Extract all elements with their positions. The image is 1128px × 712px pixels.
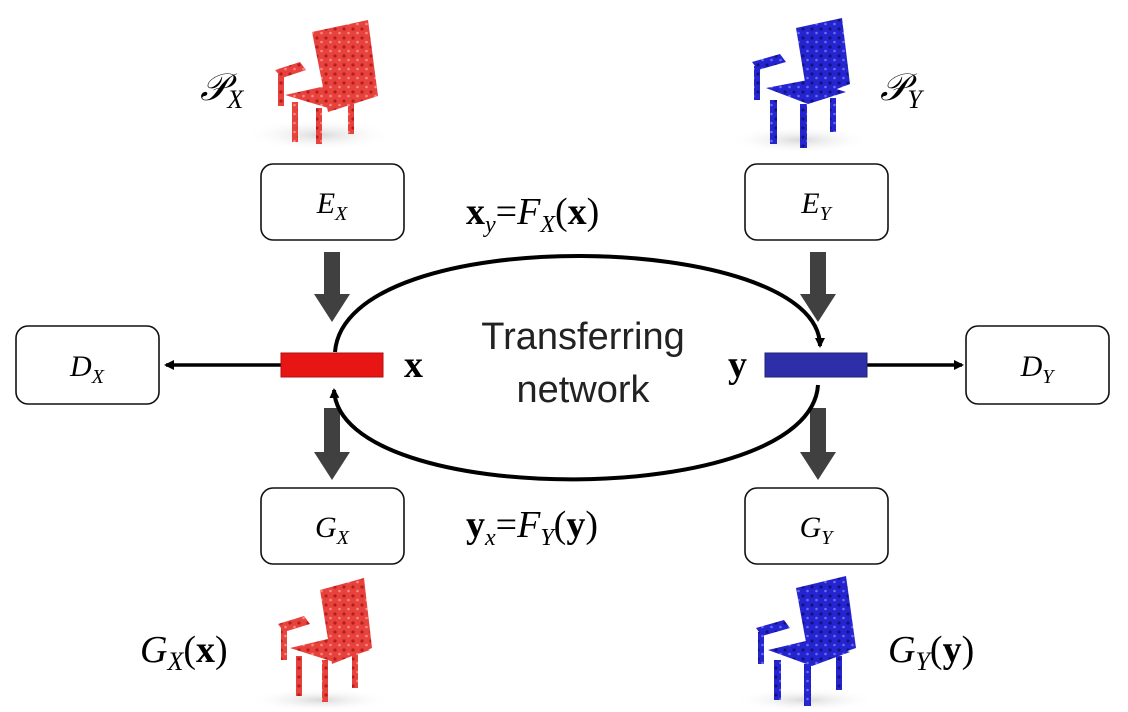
latent-y-bar xyxy=(764,352,868,378)
loop-top-arc xyxy=(333,254,825,353)
svg-text:GY: GY xyxy=(800,511,835,549)
latent-x-label: x xyxy=(404,344,423,386)
center-label-line1: Transferring xyxy=(481,316,684,358)
svg-text:EX: EX xyxy=(316,187,348,225)
arrow-y-to-gy xyxy=(800,408,836,480)
transfer-loop xyxy=(329,254,825,482)
encoder-ex-box: EX xyxy=(260,163,405,241)
chair-gyy-image xyxy=(733,576,877,712)
gray-arrows xyxy=(314,252,836,480)
latent-y-label: y xyxy=(728,344,747,386)
svg-text:DX: DX xyxy=(69,350,105,388)
loop-bottom-arc xyxy=(329,384,820,482)
encoder-ey-box: EY xyxy=(744,163,889,241)
gyy-label: GY(y) xyxy=(888,629,974,676)
chair-py-image xyxy=(728,18,872,154)
arrow-x-to-gx xyxy=(314,408,350,480)
chair-px-image xyxy=(245,20,395,151)
discriminator-dx-box: DX xyxy=(15,325,160,405)
arrow-ex-to-x xyxy=(314,252,350,322)
chair-gxx-image xyxy=(248,578,392,712)
center-label-line2: network xyxy=(516,369,650,411)
gxx-label: GX(x) xyxy=(140,629,228,676)
generator-gy-box: GY xyxy=(744,487,889,565)
discriminator-dy-box: DY xyxy=(965,325,1110,405)
arrow-ey-to-y xyxy=(800,252,836,322)
svg-text:GX: GX xyxy=(315,511,350,549)
bottom-formula: yx=FY(y) xyxy=(466,504,598,551)
generator-gx-box: GX xyxy=(260,487,405,565)
py-label: 𝒫Y xyxy=(880,67,924,114)
svg-text:DY: DY xyxy=(1020,350,1056,388)
top-formula: xy=FX(x) xyxy=(466,191,599,238)
px-label: 𝒫X xyxy=(200,67,244,114)
svg-text:EY: EY xyxy=(800,187,832,225)
latent-x-bar xyxy=(280,352,384,378)
